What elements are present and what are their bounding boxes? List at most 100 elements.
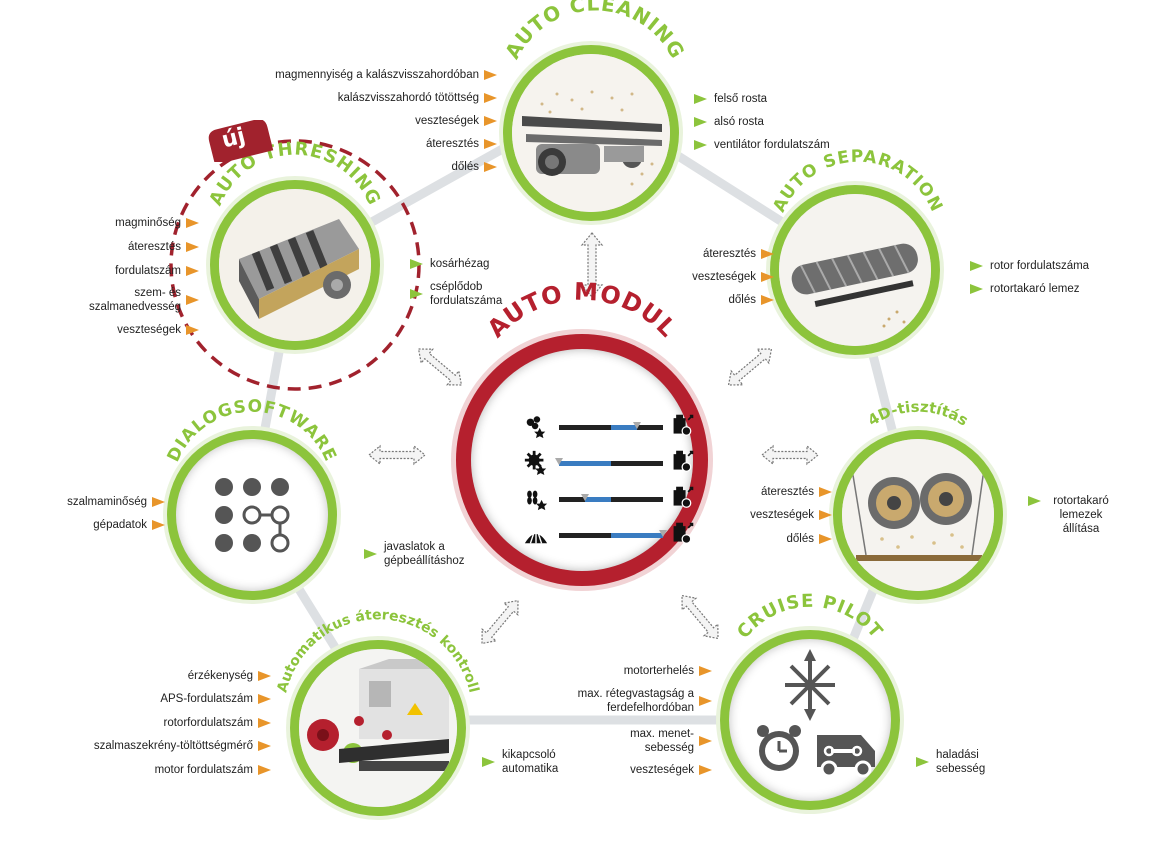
modul-slider-fill — [585, 497, 611, 502]
modul-row — [513, 449, 694, 477]
auto-separation-circle — [770, 185, 940, 355]
auto-cleaning-circle — [503, 45, 679, 221]
actuator-icon — [673, 414, 694, 436]
dialog-input-0: szalmaminőség — [67, 495, 165, 509]
auto-modul-panel — [471, 349, 694, 571]
svg-text:AUTO CLEANING: AUTO CLEANING — [500, 0, 690, 63]
svg-text:Automatikus áteresztés kontrol: Automatikus áteresztés kontroll — [274, 607, 481, 694]
new-badge: új — [206, 119, 274, 165]
kontroll-input-1: APS-fordulatszám — [160, 692, 271, 706]
threshing-output-0: kosárhézag — [410, 257, 489, 271]
separation-output-0: rotor fordulatszáma — [970, 259, 1089, 273]
svg-text:4D-tisztítás: 4D-tisztítás — [865, 398, 972, 430]
actuator-icon — [673, 522, 694, 544]
cruise-pilot-circle — [720, 630, 900, 810]
throughput-control-illustration — [299, 649, 457, 807]
dialogsoftware-circle — [167, 430, 337, 600]
modul-slider-marker — [581, 494, 589, 501]
cruise-input-2: max. menet-sebesség — [604, 727, 712, 755]
actuator-icon — [673, 486, 694, 508]
service-van-icon — [817, 735, 875, 778]
auto-cleaning-title: AUTO CLEANING — [500, 0, 690, 63]
tisztitas-4d-title: 4D-tisztítás — [865, 398, 972, 430]
dialog-output-0: javaslatok a gépbeállításhoz — [364, 540, 494, 568]
modul-slider-fill — [559, 461, 611, 466]
modul-row — [513, 413, 694, 441]
grain-quality-icon — [526, 416, 546, 439]
threshing-output-1: cséplődob fordulatszáma — [410, 280, 535, 308]
modul-slider-fill — [611, 533, 663, 538]
modul-slider-marker — [555, 458, 563, 465]
link-arrow-dialog — [368, 444, 426, 466]
modul-slider-fill — [611, 425, 637, 430]
cruise-pilot-title: CRUISE PILOT — [733, 591, 887, 643]
auto-modul-title: AUTO MODUL — [482, 277, 681, 343]
tisztitas-output-0: rotortakaró lemezek állítása — [1028, 494, 1114, 536]
ateresztes-kontroll-title: Automatikus áteresztés kontroll — [274, 607, 481, 694]
modul-row — [513, 485, 694, 513]
direction-star-icon — [785, 649, 835, 721]
cleaning-input-4: dőlés — [452, 160, 498, 174]
separation-output-1: rotortakaró lemez — [970, 282, 1079, 296]
modul-slider-track — [559, 422, 663, 430]
auto-modul-circle — [456, 334, 708, 586]
modul-slider-marker — [659, 530, 667, 537]
tisztitas-4d-circle — [833, 430, 1003, 600]
actuator-icon — [673, 450, 694, 472]
link-arrow-separation — [727, 348, 773, 386]
dialogsoftware-title: DIALOGSOFTWARE — [164, 397, 341, 466]
svg-text:CRUISE PILOT: CRUISE PILOT — [733, 591, 887, 643]
alarm-clock-icon — [757, 725, 801, 771]
cleaning-input-2: veszteségek — [415, 114, 497, 128]
modul-slider-track — [559, 494, 663, 502]
cruise-input-1: max. rétegvastagság a ferdefelhordóban — [544, 687, 712, 715]
kontroll-input-0: érzékenység — [188, 669, 272, 683]
dialog-input-1: gépadatok — [93, 518, 165, 532]
kontroll-input-2: rotorfordulatszám — [164, 716, 272, 730]
separation-rotor-illustration — [779, 194, 931, 346]
threshing-input-4: veszteségek — [117, 323, 199, 337]
modul-slider-marker — [633, 422, 641, 429]
svg-text:DIALOGSOFTWARE: DIALOGSOFTWARE — [164, 397, 341, 466]
cleaning-input-1: kalászvisszahordó tötöttség — [338, 91, 498, 105]
link-arrow-cleaning — [580, 232, 604, 298]
threshing-input-3: szem- és szalmanedvesség — [61, 286, 199, 314]
tisztitas-rotors-illustration — [842, 439, 994, 591]
svg-text:AUTO SEPARATION: AUTO SEPARATION — [769, 147, 946, 216]
link-arrow-cruise — [681, 594, 719, 640]
auto-threshing-circle — [210, 180, 380, 350]
threshing-input-2: fordulatszám — [115, 264, 199, 278]
cleaning-shoe-illustration — [512, 54, 670, 212]
cruise-output-0: haladási sebesség — [916, 748, 1016, 776]
link-arrow-threshing — [417, 348, 463, 386]
auto-separation-title: AUTO SEPARATION — [769, 147, 946, 216]
wheat-icon — [527, 490, 548, 511]
field-crop-icon — [524, 530, 548, 544]
kontroll-output-0: kikapcsoló automatika — [482, 748, 592, 776]
modul-row — [513, 521, 694, 549]
cleaning-output-2: ventilátor fordulatszám — [694, 138, 830, 152]
separation-input-0: áteresztés — [703, 247, 775, 261]
ateresztes-kontroll-circle — [290, 640, 466, 816]
tisztitas-input-0: áteresztés — [761, 485, 833, 499]
cruise-input-3: veszteségek — [630, 763, 712, 777]
link-arrow-4d — [761, 444, 819, 466]
threshing-input-0: magminőség — [115, 216, 199, 230]
modul-slider-track — [559, 530, 667, 538]
dialog-grid-icon — [215, 478, 290, 553]
modul-slider-track — [555, 458, 663, 466]
kontroll-input-4: motor fordulatszám — [155, 763, 272, 777]
cleaning-output-1: alsó rosta — [694, 115, 764, 129]
cruise-input-0: motorterhelés — [624, 664, 713, 678]
cleaning-input-0: magmennyiség a kalászvisszahordóban — [275, 68, 497, 82]
threshing-drum-illustration — [219, 189, 371, 341]
link-arrow-kontroll — [481, 599, 519, 645]
separation-input-1: veszteségek — [692, 270, 774, 284]
threshing-gear-icon — [524, 450, 547, 475]
cleaning-input-3: áteresztés — [426, 137, 498, 151]
cruise-pilot-icons — [757, 649, 875, 778]
tisztitas-input-1: veszteségek — [750, 508, 832, 522]
threshing-input-1: áteresztés — [128, 240, 200, 254]
cleaning-output-0: felső rosta — [694, 92, 767, 106]
kontroll-input-3: szalmaszekrény-töltöttségmérő — [94, 739, 272, 753]
